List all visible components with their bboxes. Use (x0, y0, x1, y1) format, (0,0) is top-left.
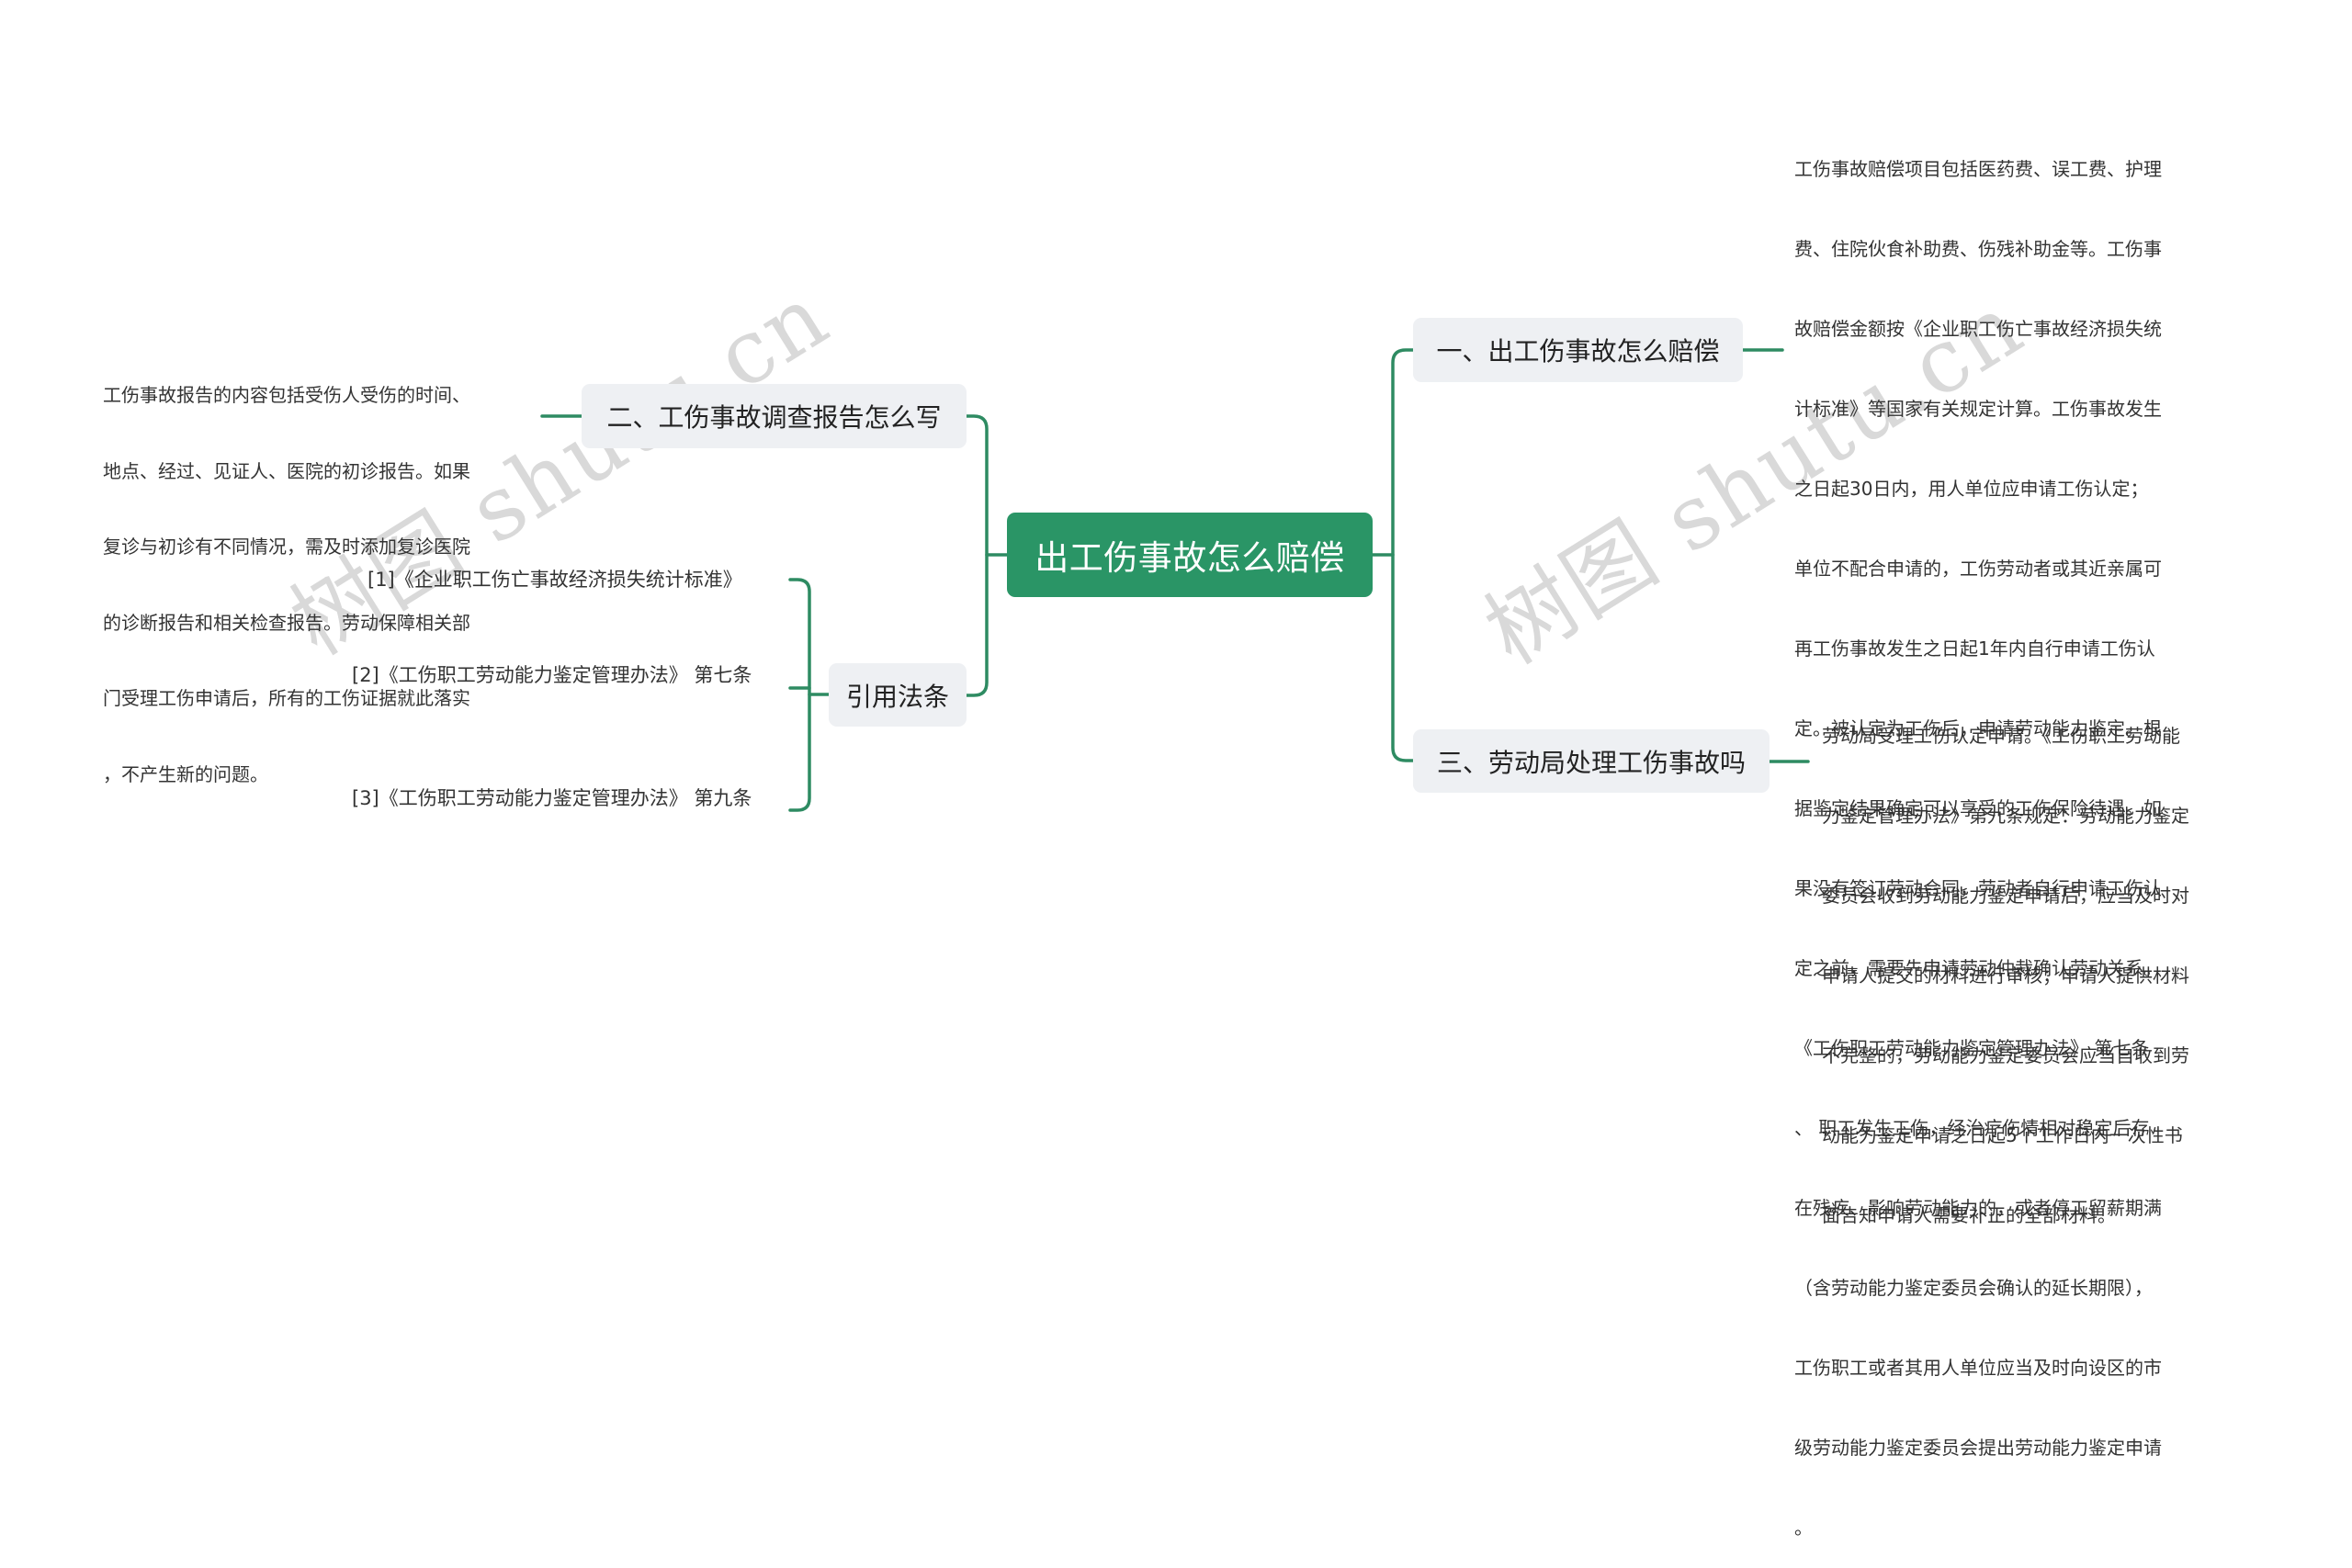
detail-line: 。 (1794, 1517, 1813, 1539)
branch-node-investigation-report[interactable]: 二、工伤事故调查报告怎么写 (582, 384, 967, 448)
branch-label: 二、工伤事故调查报告怎么写 (606, 402, 942, 433)
detail-line: 面告知申请人需要补正的全部材料。 (1822, 1204, 2116, 1226)
reference-item-2: [2]《工伤职工劳动能力鉴定管理办法》 第七条 (352, 664, 752, 686)
detail-line: 不完整的，劳动能力鉴定委员会应当自收到劳 (1822, 1044, 2189, 1066)
detail-line: 定。被认定为工伤后，申请劳动能力鉴定。根 (1794, 717, 2162, 739)
detail-line: 申请人提交的材料进行审核；申请人提供材料 (1822, 964, 2189, 987)
detail-line: 劳动局受理工伤认定申请。《工伤职工劳动能 (1822, 725, 2180, 747)
detail-line: 复诊与初诊有不同情况，需及时添加复诊医院 (103, 536, 470, 558)
reference-item-1: [1]《企业职工伤亡事故经济损失统计标准》 (368, 569, 742, 591)
detail-line: 计标准》等国家有关规定计算。工伤事故发生 (1794, 398, 2162, 420)
detail-line: 门受理工伤申请后，所有的工伤证据就此落实 (103, 687, 470, 709)
detail-line: 果没有签订劳动合同，劳动者自行申请工伤认 (1794, 877, 2162, 899)
detail-line: 再工伤事故发生之日起1年内自行申请工伤认 (1794, 637, 2155, 660)
branch-node-references[interactable]: 引用法条 (829, 663, 967, 727)
detail-line: 工伤事故报告的内容包括受伤人受伤的时间、 (103, 384, 470, 406)
branch-label: 三、劳动局处理工伤事故吗 (1436, 747, 1746, 778)
detail-line: 单位不配合申请的，工伤劳动者或其近亲属可 (1794, 558, 2162, 580)
branch-label: 引用法条 (845, 681, 949, 712)
connector-lines (540, 348, 1810, 812)
detail-line: 级劳动能力鉴定委员会提出劳动能力鉴定申请 (1794, 1437, 2162, 1459)
detail-line: 故赔偿金额按《企业职工伤亡事故经济损失统 (1794, 318, 2162, 340)
detail-line: 动能力鉴定申请之日起5个工作日内一次性书 (1822, 1124, 2183, 1146)
reference-item-3: [3]《工伤职工劳动能力鉴定管理办法》 第九条 (352, 787, 752, 809)
branch-node-compensation[interactable]: 一、出工伤事故怎么赔偿 (1413, 318, 1743, 382)
branch-node-labor-bureau[interactable]: 三、劳动局处理工伤事故吗 (1413, 729, 1770, 793)
root-node[interactable]: 出工伤事故怎么赔偿 (1007, 513, 1373, 597)
root-label: 出工伤事故怎么赔偿 (1035, 538, 1345, 578)
detail-line: 之日起30日内，用人单位应申请工伤认定； (1794, 478, 2149, 500)
detail-line: 工伤职工或者其用人单位应当及时向设区的市 (1794, 1357, 2162, 1379)
detail-line: 地点、经过、见证人、医院的初诊报告。如果 (103, 459, 470, 482)
detail-line: 委员会收到劳动能力鉴定申请后，应当及时对 (1822, 885, 2189, 907)
detail-line: 力鉴定管理办法》第九条规定：劳动能力鉴定 (1822, 805, 2189, 827)
detail-text-investigation-report: 工伤事故报告的内容包括受伤人受伤的时间、 地点、经过、见证人、医院的初诊报告。如… (103, 333, 544, 813)
detail-line: 据鉴定结果确定可以享受的工伤保险待遇。如 (1794, 797, 2162, 819)
detail-text-labor-bureau: 劳动局受理工伤认定申请。《工伤职工劳动能 力鉴定管理办法》第九条规定：劳动能力鉴… (1822, 670, 2300, 1256)
detail-line: 的诊断报告和相关检查报告。劳动保障相关部 (103, 611, 470, 634)
detail-line: 费、住院伙食补助费、伤残补助金等。工伤事 (1794, 238, 2162, 260)
detail-line: （含劳动能力鉴定委员会确认的延长期限）， (1794, 1277, 2153, 1299)
detail-line: 工伤事故赔偿项目包括医药费、误工费、护理 (1794, 158, 2162, 180)
detail-line: ，不产生新的问题。 (103, 762, 268, 785)
branch-label: 一、出工伤事故怎么赔偿 (1436, 336, 1720, 367)
